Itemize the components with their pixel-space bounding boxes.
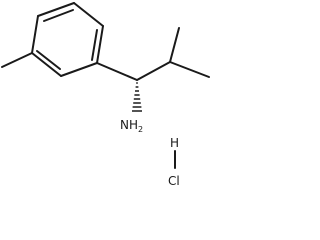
ring-bond-5 [31, 52, 62, 77]
amine-hydrogen: H [129, 118, 138, 132]
methyl-bond [1, 52, 33, 68]
amine-hydrogen-count: 2 [138, 125, 143, 134]
ring-double-bond-a [43, 9, 74, 22]
ring-double-bond-b [91, 29, 98, 61]
aryl-to-stereocenter-bond [96, 62, 138, 81]
hashed-wedge-bond [132, 82, 142, 112]
ring-double-bond-c [36, 50, 61, 70]
amine-nitrogen: N [120, 118, 129, 132]
amine-label: NH2 [120, 118, 143, 134]
benzene-ring [31, 2, 104, 77]
chemical-structure: NH2 H Cl [1, 2, 210, 188]
ring-bond-4 [60, 62, 98, 77]
salt-hydrogen-label: H [170, 136, 179, 150]
ring-bond-6 [31, 15, 39, 54]
ring-bond-2 [73, 2, 104, 27]
ring-bond-1 [37, 2, 75, 17]
isopropyl-upper-methyl-bond [169, 27, 180, 63]
isopropyl-right-methyl-bond [169, 61, 210, 78]
ring-bond-3 [96, 25, 104, 64]
salt-chlorine-label: Cl [168, 174, 180, 188]
stereocenter-to-isopropyl-bond [136, 61, 171, 81]
